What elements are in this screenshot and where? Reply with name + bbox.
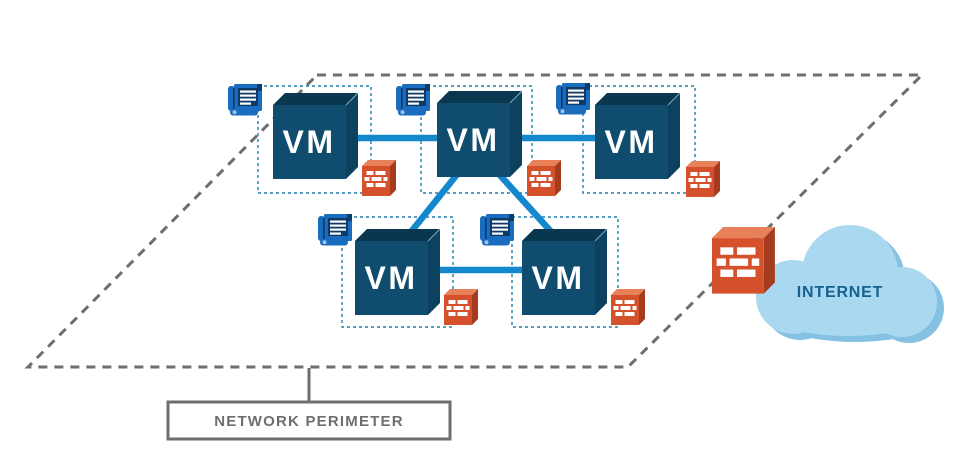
vm-1-boundary (257, 85, 372, 194)
perimeter-label: NETWORK PERIMETER (214, 413, 404, 430)
vm-label: VM (365, 260, 418, 296)
policy-scroll-icon (480, 214, 514, 246)
firewall-icon (611, 289, 645, 325)
policy-scroll-icon (396, 84, 430, 116)
policy-scroll-icon (318, 214, 352, 246)
vm-group-5: VM (480, 214, 645, 325)
firewall-icon (444, 289, 478, 325)
vm-4-boundary (341, 216, 454, 328)
perimeter-firewall-icon (712, 227, 775, 294)
cloud-icon (756, 225, 937, 337)
vm-label: VM (605, 124, 658, 160)
firewall-icon (686, 161, 720, 197)
vm-label: VM (447, 122, 500, 158)
vm-group-2: VM (396, 84, 561, 196)
firewall-icon (527, 160, 561, 196)
policy-scroll-icon (228, 84, 262, 116)
network-perimeter-boundary (24, 73, 926, 369)
vm-label: VM (532, 260, 585, 296)
internet-cloud: INTERNET (756, 225, 944, 343)
vm-group-3: VM (556, 83, 720, 197)
firewall-icon (362, 160, 396, 196)
vm-label: VM (283, 124, 336, 160)
internet-label: INTERNET (797, 284, 883, 301)
perimeter-label-box (166, 400, 452, 441)
policy-scroll-icon (556, 83, 590, 115)
vm-group-4: VM (318, 214, 478, 325)
vm-group-1: VM (228, 84, 396, 196)
